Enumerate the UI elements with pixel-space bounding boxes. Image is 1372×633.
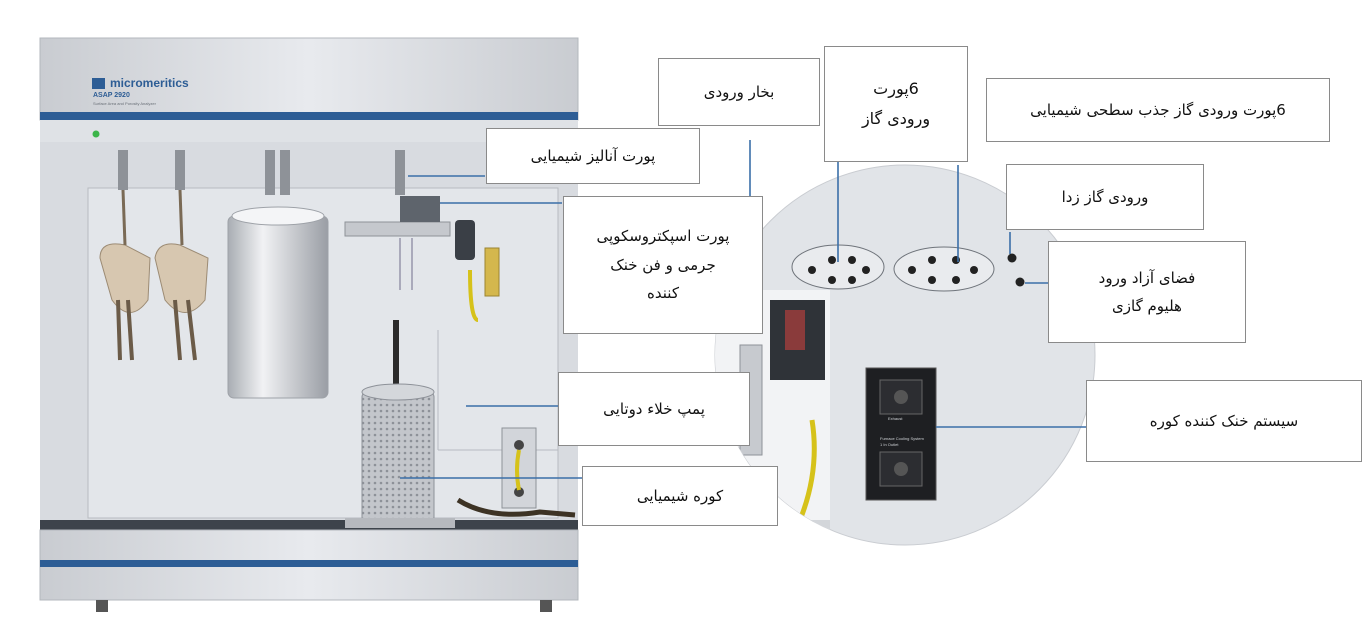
label-mass-spec-port: پورت اسپکتروسکوپی جرمی و فن خنک کننده: [563, 196, 763, 334]
gas-ports-plate-b: [893, 246, 995, 292]
helium-port: [1015, 277, 1025, 287]
label-chemisorption-furnace: کوره شیمیایی: [582, 466, 778, 526]
degas-port: [1007, 253, 1017, 263]
leader-lines: [400, 140, 1086, 479]
label-helium-free-space: فضای آزاد ورود هلیوم گازی: [1048, 241, 1246, 343]
label-chemisorption-gas-ports: 6پورت ورودی گاز جذب سطحی شیمیایی: [986, 78, 1330, 142]
panel-text-furnace-cooling: Furnace Cooling System: [880, 436, 924, 441]
model-subtitle: Surface Area and Porosity Analyzer: [93, 101, 156, 106]
chemisorption-furnace: [345, 320, 455, 528]
label-chemical-analysis-port: پورت آنالیز شیمیایی: [486, 128, 700, 184]
power-led: [92, 130, 100, 138]
label-furnace-cooling-system: سیستم خنک کننده کوره: [1086, 380, 1362, 462]
panel-text-inlet: 1 In Outlet: [880, 442, 899, 447]
brand-name: micromeritics: [110, 76, 189, 90]
outlet-module: [456, 427, 576, 518]
furnace-cooling-panel: [865, 367, 937, 501]
sample-ports: [118, 150, 405, 195]
dewar-bags: [99, 189, 209, 361]
panel-text-exhaust: Exhaust: [888, 416, 903, 421]
label-degas-inlet: ورودی گاز زدا: [1006, 164, 1204, 230]
brand-logo-icon: [92, 78, 105, 89]
label-6-gas-ports: 6پورت ورودی گاز: [824, 46, 968, 162]
model-name: ASAP 2920: [93, 92, 130, 99]
label-dual-vacuum-pump: پمپ خلاء دوتایی: [558, 372, 750, 446]
degas-manifold: [344, 196, 500, 322]
analysis-dewar: [227, 206, 329, 399]
label-vapor-inlet: بخار ورودی: [658, 58, 820, 126]
